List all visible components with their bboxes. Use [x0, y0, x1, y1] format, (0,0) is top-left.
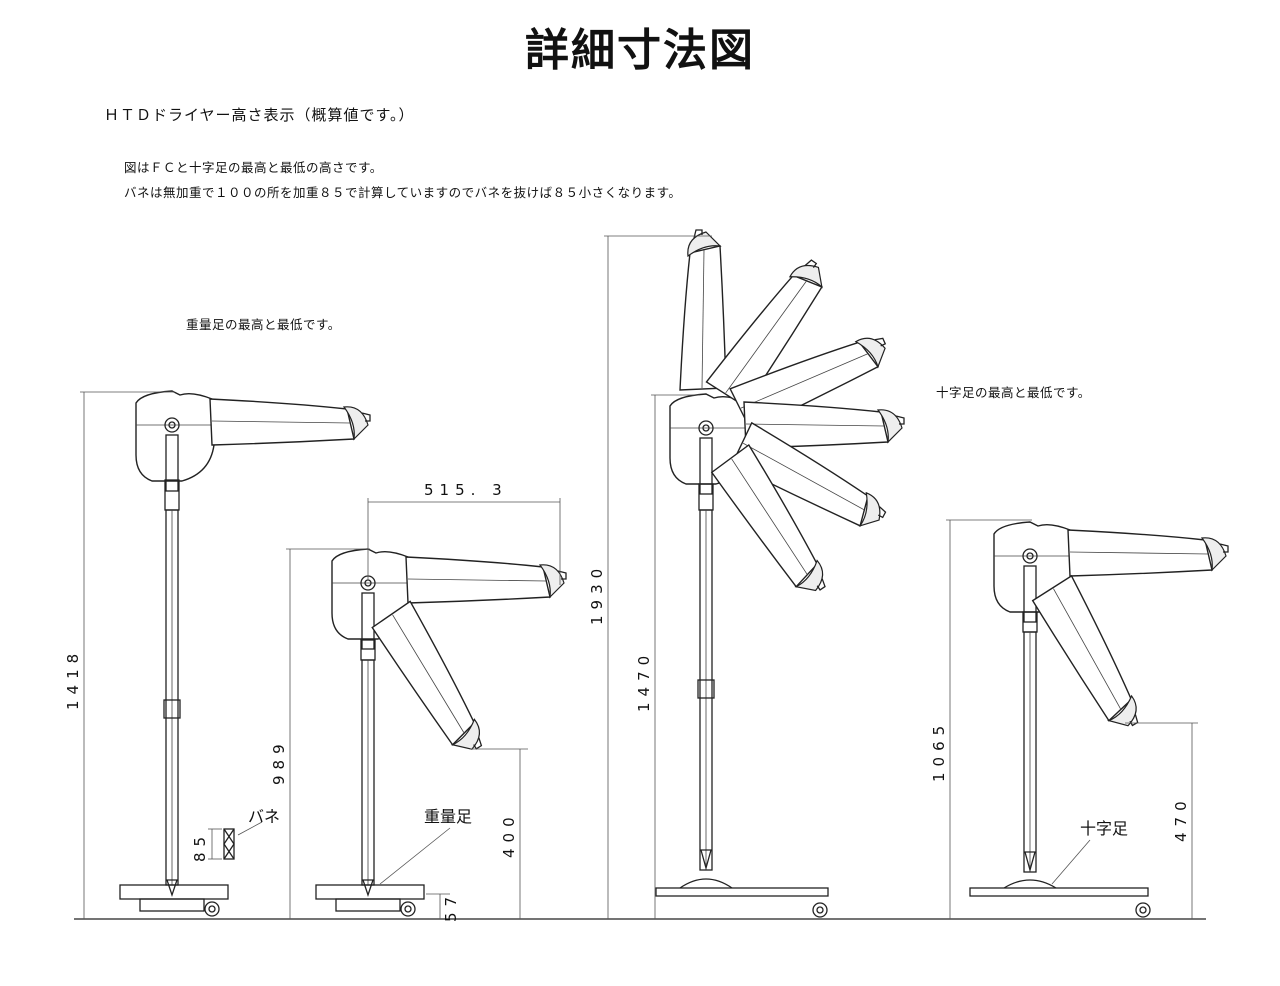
dim-cross-max: 1470 — [635, 650, 653, 712]
dryer-cross-foot-min — [969, 521, 1229, 918]
caption-weight-foot: 重量足の最高と最低です。 — [186, 317, 341, 332]
dim-spring: 85 — [191, 831, 209, 862]
caption-cross-foot: 十字足の最高と最低です。 — [936, 385, 1091, 400]
label-weight-foot: 重量足 — [424, 807, 472, 826]
dim-cross-max-total: 1930 — [588, 563, 606, 625]
dim-cross-min: 1065 — [930, 720, 948, 782]
label-cross-foot: 十字足 — [1080, 819, 1128, 838]
dim-weight-low-nozzle: 400 — [500, 811, 518, 858]
page-title: 詳細寸法図 — [525, 25, 755, 76]
dryer-weight-foot-min — [315, 548, 567, 917]
spring-detail — [208, 821, 263, 860]
dim-base-height: 57 — [442, 891, 460, 922]
label-spring: バネ — [248, 807, 280, 826]
subtitle: ＨＴＤドライヤー高さ表示（概算値です。） — [104, 106, 415, 124]
note-line-2: バネは無加重で１００の所を加重８５で計算していますのでバネを抜けば８５小さくなり… — [124, 185, 682, 200]
dryer-weight-foot-max — [119, 390, 371, 917]
dim-arm-reach: 515. 3 — [424, 481, 508, 499]
dim-weight-min: 989 — [270, 738, 288, 785]
dryer-cross-foot-sweep — [655, 229, 905, 918]
dim-cross-low-nozzle: 470 — [1172, 795, 1190, 842]
dim-weight-max: 1418 — [64, 648, 82, 710]
note-line-1: 図はＦＣと十字足の最高と最低の高さです。 — [124, 160, 383, 175]
